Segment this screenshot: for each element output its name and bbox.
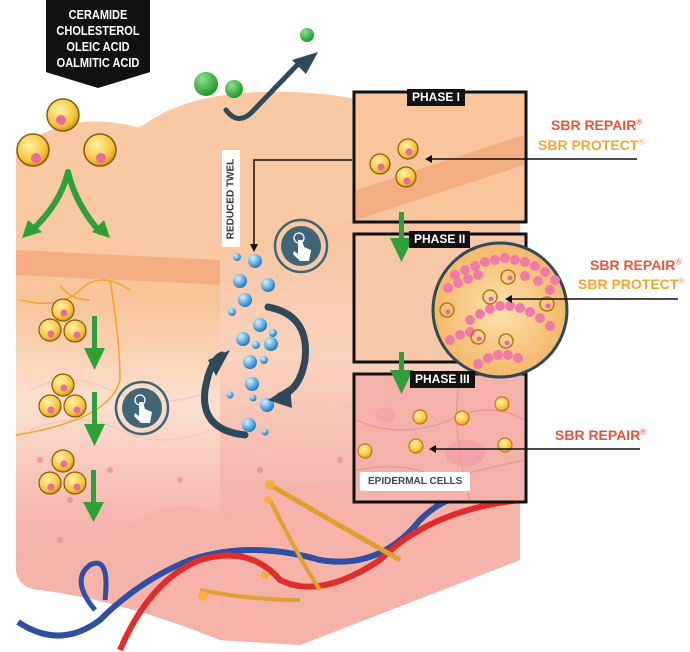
green-particle [300,28,314,42]
phase-1-tag: PHASE I [407,89,466,106]
phase-2-tag: PHASE II [409,231,471,248]
green-arrow-down-icon [92,392,97,432]
phase-1-sbr-repair: SBR REPAIR® [551,117,643,133]
touch-hand-icon[interactable] [114,380,170,436]
ingredient-label: CHOLESTEROL [56,24,140,38]
vein [16,490,517,639]
phase-3-sbr-repair: SBR REPAIR® [555,427,647,443]
evaporation-arrow-icon [223,59,303,121]
green-particle [225,80,243,98]
reduced-twel-label: REDUCED TWEL [222,150,240,247]
green-arrow-down-icon [91,470,96,510]
ingredient-label: OALMITIC ACID [56,56,140,70]
magnified-lipid-layer [431,241,569,379]
phase-2-sbr-repair: SBR REPAIR® [590,257,682,273]
reduced-twel-text: REDUCED TWEL [225,158,237,239]
nerve [268,482,402,563]
water-bubbles [226,253,278,436]
green-arrow-down-icon [92,316,97,356]
ingredient-label: CERAMIDE [68,8,128,22]
lipid-capsule-group [16,98,117,167]
touch-hand-icon[interactable] [273,218,329,274]
capsule-stack-1 [38,298,87,343]
phase-1-capsules [369,138,419,188]
phase-2-sbr-protect: SBR PROTECT® [578,276,685,292]
ingredient-label: OLEIC ACID [66,40,130,54]
green-particle [194,72,218,96]
pointer-arrow [430,158,678,450]
capsule-stack-2 [38,373,87,418]
capsule-stack-3 [38,449,87,495]
lipid-ingredients-banner: CERAMIDE CHOLESTEROL OLEIC ACID OALMITIC… [46,0,150,88]
epidermal-cells-label: EPIDERMAL CELLS [360,472,471,491]
artery [117,497,521,652]
phase-1-sbr-protect: SBR PROTECT® [538,137,645,153]
phase-3-capsules [357,396,513,459]
phase-3-tag: PHASE III [410,371,475,388]
